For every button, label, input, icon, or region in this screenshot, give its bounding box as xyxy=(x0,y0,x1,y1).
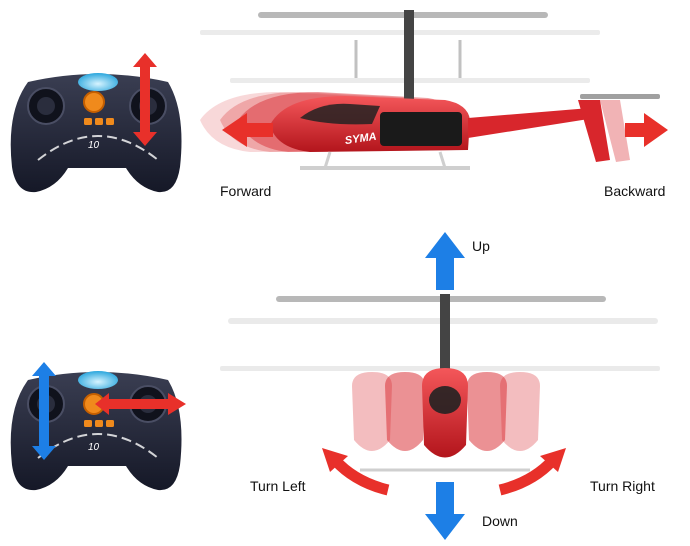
up-arrow xyxy=(425,232,465,290)
turn-left-label: Turn Left xyxy=(250,478,306,494)
up-label: Up xyxy=(472,238,490,254)
brand-text: SYMA xyxy=(344,131,377,147)
antenna-dome xyxy=(78,371,118,389)
forward-arrow xyxy=(222,113,273,147)
down-label: Down xyxy=(482,513,518,529)
down-arrow xyxy=(425,482,465,540)
top-controller-model: 10 xyxy=(88,140,100,151)
turn-right-label: Turn Right xyxy=(590,478,655,494)
backward-label: Backward xyxy=(604,183,666,199)
bottom-controller-model: 10 xyxy=(88,442,100,453)
bottom-helicopter xyxy=(220,294,660,472)
left-joystick xyxy=(37,97,55,115)
turn-left-arrow xyxy=(322,448,390,496)
bottom-controller: 10 xyxy=(10,371,182,491)
power-button xyxy=(83,91,105,113)
left-stick-up-down-arrow xyxy=(32,362,56,460)
right-stick-left-right-arrow xyxy=(95,393,186,415)
top-helicopter: SYMA xyxy=(200,10,660,170)
antenna-dome xyxy=(78,73,118,91)
backward-arrow xyxy=(625,113,668,147)
turn-right-arrow xyxy=(498,448,566,496)
forward-label: Forward xyxy=(220,183,272,199)
right-stick-up-down-arrow xyxy=(133,53,157,146)
